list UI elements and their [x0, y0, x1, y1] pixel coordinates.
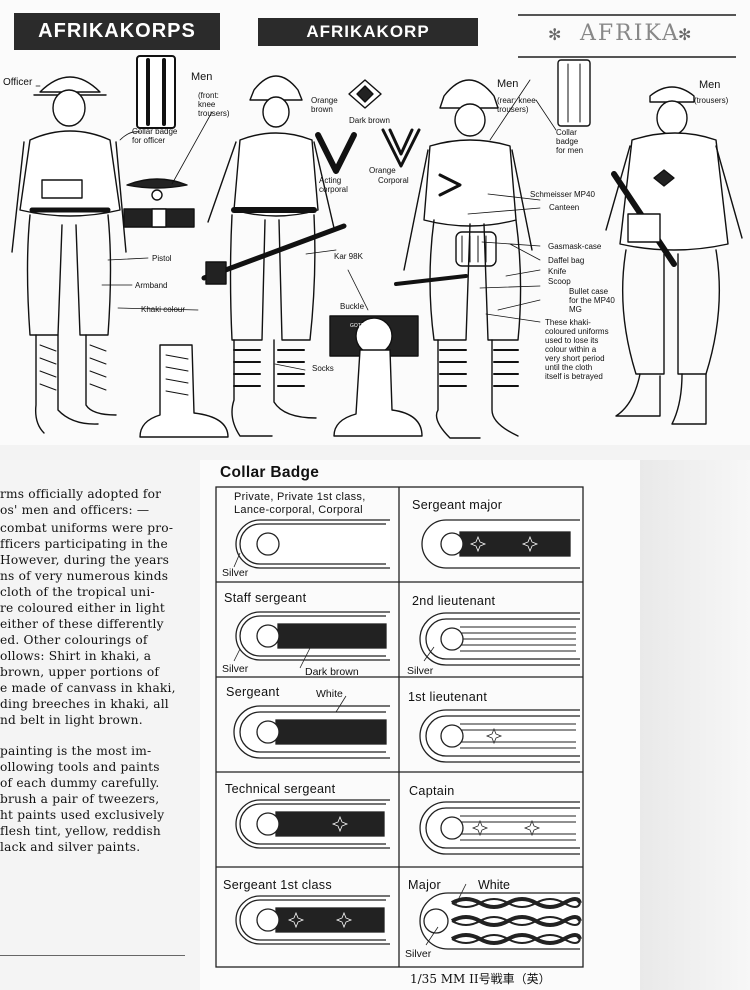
men-rear-figure: [394, 79, 533, 439]
page-divider: [0, 445, 750, 460]
officer-figure: [11, 76, 127, 434]
cell-title-sergeant-major: Sergeant major: [412, 498, 503, 512]
cell-title-technical-sergeant: Technical sergeant: [225, 782, 336, 796]
label-knife: Knife: [548, 267, 567, 276]
label-acting-corporal: Acting corporal: [319, 176, 348, 194]
collar-badge-title: Collar Badge: [220, 464, 320, 481]
buckle-inscription: GOTT MIT UNS: [350, 323, 386, 329]
label-canteen: Canteen: [549, 203, 580, 212]
text-line: nd belt in light brown.: [0, 713, 143, 727]
text-line: cloth of the tropical uni-: [0, 585, 155, 599]
men-front-figure: [201, 75, 347, 437]
label-orange-brown: Orange brown: [311, 96, 338, 114]
text-line: lack and silver paints.: [0, 840, 141, 854]
cell-title-captain: Captain: [409, 784, 455, 798]
soldiers-illustration: [11, 55, 743, 439]
banner-afrika-frame: ✻ AFRIKA ✻: [518, 14, 736, 58]
text-line: ht paints used exclusively: [0, 808, 165, 822]
text-line: brush a pair of tweezers,: [0, 792, 160, 806]
cell-title-major: Major: [408, 878, 441, 892]
label-dark-brown: Dark brown: [349, 116, 390, 125]
label-khaki-colour: Khaki colour: [141, 305, 186, 314]
page-footer-caption: 1/35 MM II号戦車（英）: [410, 972, 551, 986]
palm-icon: ✻: [678, 27, 692, 44]
cell-title-1st-lieutenant: 1st lieutenant: [408, 690, 488, 704]
banner-afrikakorp: AFRIKAKORP: [258, 18, 478, 46]
label-men-rear: Men: [497, 78, 519, 90]
label-bullet-case: Bullet case for the MP40 MG: [569, 287, 615, 314]
label-men-rear-sub: (rear: knee trousers): [497, 96, 536, 114]
text-line: e made of canvass in khaki,: [0, 681, 176, 695]
text-line: However, during the years: [0, 553, 170, 567]
badge-major: [419, 892, 582, 950]
text-line: ollowing tools and paints: [0, 760, 160, 774]
text-line: of each dummy carefully.: [0, 776, 160, 790]
label-schmeisser: Schmeisser MP40: [530, 190, 595, 199]
text-line: ns of very numerous kinds: [0, 569, 169, 583]
label-men-trousers-sub: (trousers): [694, 96, 729, 105]
text-line: ed. Other colourings of: [0, 633, 148, 647]
label-collar-badge-officer: Collar badge for officer: [132, 127, 178, 145]
label-corporal: Corporal: [378, 176, 409, 185]
banner-afrikakorps: AFRIKAKORPS: [14, 13, 220, 50]
cell-note-dark-brown: Dark brown: [305, 666, 359, 678]
text-line: either of these differently: [0, 617, 164, 631]
text-line: ollows: Shirt in khaki, a: [0, 649, 152, 663]
text-line: brown, upper portions of: [0, 665, 160, 679]
label-men-front-sub: (front: knee trousers): [198, 91, 230, 118]
cell-title-sergeant-1st-class: Sergeant 1st class: [223, 878, 333, 892]
cell-note-silver: Silver: [222, 567, 249, 579]
label-socks: Socks: [312, 364, 334, 373]
men-trousers-figure: [605, 86, 743, 425]
cell-note-white: White: [478, 878, 510, 892]
cell-title-sergeant: Sergeant: [226, 685, 280, 699]
text-line: combat uniforms were pro-: [0, 521, 174, 535]
text-line: os' men and officers: —: [0, 503, 150, 517]
cell-title-private: Private, Private 1st class, Lance-corpor…: [234, 491, 366, 516]
cell-title-2nd-lieutenant: 2nd lieutenant: [412, 594, 496, 608]
text-line: flesh tint, yellow, reddish: [0, 824, 161, 838]
label-pistol: Pistol: [152, 254, 172, 263]
label-men-trousers: Men: [699, 79, 721, 91]
text-line: fficers participating in the: [0, 537, 168, 551]
label-buckle: Buckle: [340, 302, 365, 311]
text-line: re coloured either in light: [0, 601, 166, 615]
cell-note-silver: Silver: [405, 948, 432, 960]
cell-note-white: White: [316, 688, 343, 700]
label-armband: Armband: [135, 281, 168, 290]
cell-note-silver: Silver: [407, 665, 434, 677]
label-khaki-note: These khaki- coloured uniforms used to l…: [545, 318, 609, 381]
text-line: ding breeches in khaki, all: [0, 697, 169, 711]
label-officer: Officer: [3, 77, 33, 88]
label-collar-badge-men: Collar badge for men: [556, 128, 584, 155]
cell-title-staff-sergeant: Staff sergeant: [224, 591, 307, 605]
text-line: painting is the most im-: [0, 744, 152, 758]
cell-note-silver: Silver: [222, 663, 249, 675]
left-rule: [0, 955, 185, 956]
palm-icon: ✻: [548, 27, 562, 44]
label-gasmask: Gasmask-case: [548, 242, 602, 251]
uniform-illustration-sheet: AFRIKAKORPS AFRIKAKORP ✻ AFRIKA ✻: [0, 0, 750, 445]
label-kar98k: Kar 98K: [334, 252, 363, 261]
label-men-front: Men: [191, 71, 213, 83]
label-daffel: Daffel bag: [548, 256, 585, 265]
left-text-column: rms officially adopted for os' men and o…: [0, 487, 198, 857]
banner-afrika: AFRIKA: [580, 21, 680, 46]
text-line: rms officially adopted for: [0, 487, 162, 501]
label-scoop: Scoop: [548, 277, 571, 286]
label-orange: Orange: [369, 166, 396, 175]
page-edge-shadow: [640, 460, 750, 990]
